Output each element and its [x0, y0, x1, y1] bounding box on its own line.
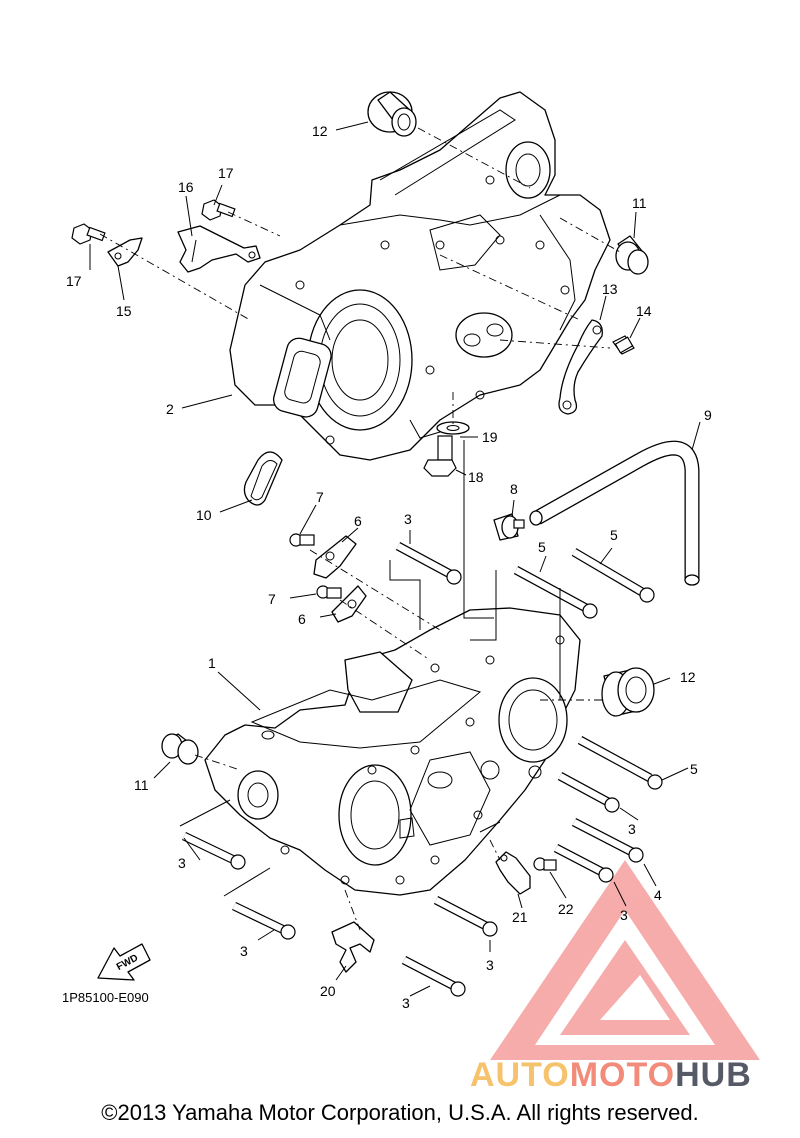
bolt-3-a [395, 542, 462, 585]
callout-22: 22 [558, 901, 574, 917]
bracket-13 [558, 319, 603, 415]
clamp-16 [177, 225, 261, 273]
screw-7-lower [316, 585, 342, 599]
callout-20: 20 [320, 983, 336, 999]
hose-9 [529, 440, 700, 586]
watermark-text-hub: HUB [675, 1056, 752, 1094]
callout-1: 1 [208, 655, 216, 671]
plate-6-upper [313, 535, 357, 579]
callout-15: 15 [116, 303, 132, 319]
washer-19 [436, 421, 470, 435]
watermark-text: AUTOMOTOHUB [470, 1056, 752, 1095]
bushing-11-lower [161, 733, 199, 765]
upper-crankcase [229, 91, 611, 461]
bushing-11-upper [615, 235, 649, 275]
bolt-5-a [513, 566, 598, 619]
callout-18: 18 [468, 469, 484, 485]
drain-plug-18 [423, 435, 457, 477]
callout-19: 19 [482, 429, 498, 445]
bolt-3-e [232, 901, 296, 940]
callout-9: 9 [704, 407, 712, 423]
bolt-5-b [571, 548, 655, 603]
leader-lines [89, 121, 701, 997]
fitting-8 [493, 513, 525, 541]
bolt-3-f [433, 896, 498, 937]
bolt-14 [612, 335, 635, 355]
callout-6-lower: 6 [298, 611, 306, 627]
watermark-text-auto: AUTO [470, 1056, 570, 1094]
bolt-3-g [401, 956, 466, 997]
callout-3-top: 3 [404, 511, 412, 527]
bolt-3-b [557, 772, 620, 813]
clip-20 [331, 921, 375, 973]
bolt-4 [571, 818, 644, 863]
callout-2: 2 [166, 401, 174, 417]
callout-12-lower: 12 [680, 669, 696, 685]
callout-3-right-a: 3 [628, 821, 636, 837]
callout-3-left-b: 3 [240, 943, 248, 959]
callout-17-upper: 17 [218, 165, 234, 181]
callout-3-bottom-b: 3 [402, 995, 410, 1011]
bolt-17-left [71, 223, 106, 245]
callout-3-left-a: 3 [178, 855, 186, 871]
callout-4: 4 [654, 887, 662, 903]
bushing-12-lower [601, 667, 655, 717]
callout-8: 8 [510, 481, 518, 497]
callout-7-lower: 7 [268, 591, 276, 607]
callout-7-upper: 7 [316, 489, 324, 505]
callout-10: 10 [196, 507, 212, 523]
fwd-direction-arrow: FWD [97, 943, 151, 981]
watermark-text-moto: MOTO [569, 1056, 676, 1094]
callout-14: 14 [636, 303, 652, 319]
bolt-5-c [577, 736, 663, 790]
watermark-logo [490, 860, 760, 1060]
bolt-3-d [182, 831, 246, 870]
callout-17-left: 17 [66, 273, 82, 289]
callout-5-c: 5 [690, 761, 698, 777]
callout-labels: 12 17 16 17 15 11 13 14 2 19 18 10 9 8 7… [66, 123, 712, 1011]
callout-6-upper: 6 [354, 513, 362, 529]
callout-3-right-b: 3 [620, 907, 628, 923]
o-ring-10 [243, 451, 283, 506]
callout-3-bottom-a: 3 [486, 957, 494, 973]
bolt-17-right [201, 199, 236, 221]
callout-5-b: 5 [610, 527, 618, 543]
callout-11-lower: 11 [134, 777, 149, 793]
alignment-lines [99, 127, 621, 931]
callout-11-upper: 11 [632, 195, 647, 211]
callout-13: 13 [602, 281, 618, 297]
figure-code: 1P85100-E090 [62, 990, 149, 1005]
callout-12-upper: 12 [312, 123, 328, 139]
callout-5-a: 5 [538, 539, 546, 555]
clamp-21 [495, 851, 531, 895]
callout-21: 21 [512, 909, 528, 925]
lower-crankcase [204, 607, 581, 896]
screw-7-upper [289, 533, 315, 547]
copyright-notice: ©2013 Yamaha Motor Corporation, U.S.A. A… [101, 1100, 699, 1125]
callout-16: 16 [178, 179, 194, 195]
bushing-12-upper [367, 91, 417, 137]
bolt-3-c [553, 844, 614, 883]
bracket-15 [107, 237, 143, 267]
plate-6-lower [331, 585, 367, 623]
screw-22 [533, 857, 557, 871]
